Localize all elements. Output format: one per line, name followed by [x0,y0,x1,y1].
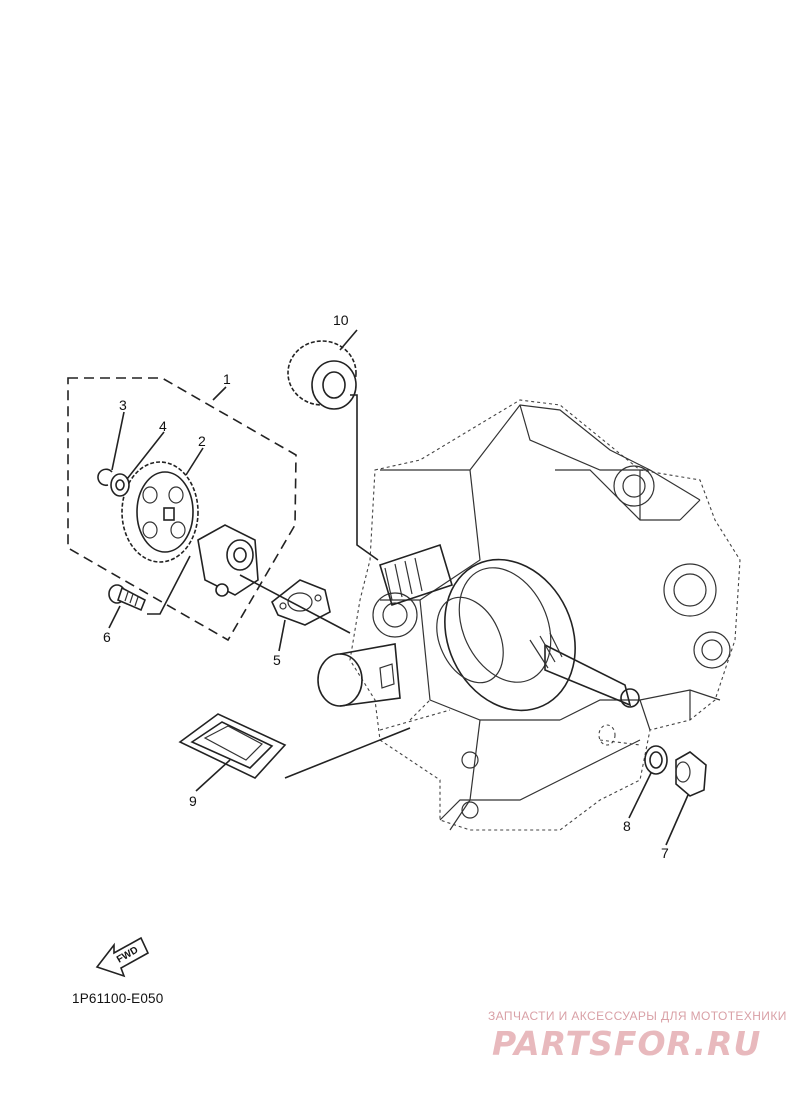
callout-6: 6 [103,629,111,645]
part-3-circlip [97,468,113,487]
crankcase [317,399,741,831]
part-7-drain-bolt [675,751,707,797]
fwd-arrow-icon: FWD [95,936,150,978]
callout-3: 3 [119,397,127,413]
part-6-screw [108,584,147,612]
callout-5: 5 [273,652,281,668]
oil-pump-body [197,524,259,597]
callout-1: 1 [223,371,231,387]
part-9-strainer [178,713,287,779]
callout-4: 4 [159,418,167,434]
leader-lines [108,329,689,846]
callout-7: 7 [661,845,669,861]
callout-9: 9 [189,793,197,809]
watermark-tagline: ЗАПЧАСТИ И АКСЕССУАРЫ ДЛЯ МОТОТЕХНИКИ [488,1009,787,1023]
part-10-drive-gear [287,340,357,410]
callout-8: 8 [623,818,631,834]
part-4-washer [110,473,130,497]
diagram-part-code: 1P61100-E050 [72,991,164,1006]
part-2-pump-gear [121,461,199,563]
part-5-gasket [271,579,331,626]
callout-2: 2 [198,433,206,449]
part-8-washer [644,745,668,775]
watermark-logo: PARTSFOR.RU [492,1024,762,1063]
callout-10: 10 [333,312,349,328]
